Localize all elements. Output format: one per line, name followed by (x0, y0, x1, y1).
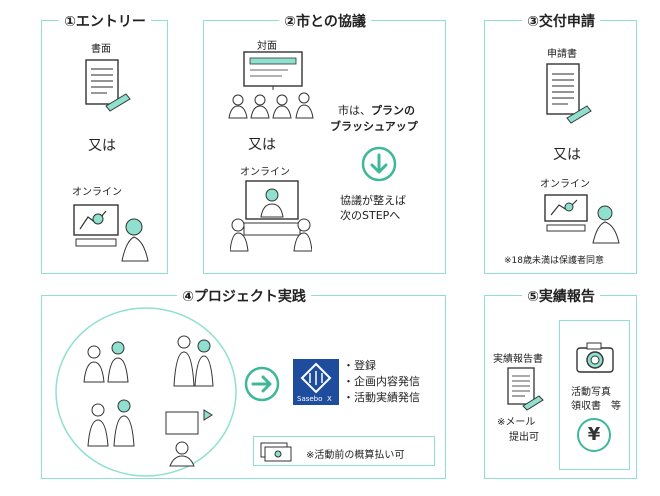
entry-online-label: オンライン (72, 187, 122, 198)
panel-application: ③交付申請 (484, 11, 637, 274)
meeting-icon (228, 51, 314, 119)
application-online-label: オンライン (540, 179, 590, 190)
activities-circle-illustration (55, 307, 237, 477)
advance-payment-box (253, 436, 435, 466)
sasebo-x-logo: Sasebo X (293, 359, 339, 405)
brush-up-prefix: 市は、 (338, 104, 371, 117)
panel-report-title: ⑤実績報告 (522, 286, 600, 306)
bullet-register: ・登録 (343, 359, 376, 372)
report-doc-label: 実績報告書 (493, 354, 543, 365)
arrow-right-circle-icon (244, 366, 280, 402)
agree-line2: 次のSTEPへ (340, 209, 401, 222)
entry-or-text: 又は (88, 138, 116, 154)
panel-project-title: ④プロジェクト実践 (177, 286, 311, 306)
report-mail-line1: ※メール (497, 417, 536, 428)
panel-project: ④プロジェクト実践 (41, 286, 446, 479)
attachments-box (559, 320, 630, 470)
application-note: ※18歳未満は保護者同意 (504, 256, 604, 266)
document-pen-icon (507, 367, 544, 411)
arrow-down-circle-icon (361, 146, 397, 182)
brush-up-line1: 市は、プランの (338, 102, 415, 118)
brush-up-line2: ブラッシュアップ (330, 120, 418, 133)
report-mail-line2: 提出可 (509, 432, 539, 443)
advance-payment-note: ※活動前の概算払い可 (306, 450, 405, 461)
attachment-photo-label: 活動写真 (571, 387, 611, 398)
document-pen-icon (85, 59, 131, 112)
consult-face-label: 対面 (257, 41, 277, 52)
bullet-result-publish: ・活動実績発信 (343, 391, 420, 404)
money-icon (260, 442, 292, 462)
agree-line1: 協議が整えば (340, 194, 406, 207)
application-or-text: 又は (553, 147, 581, 163)
brush-up-bold1: プランの (371, 104, 415, 117)
panel-application-title: ③交付申請 (522, 11, 600, 31)
panel-consultation: ②市との協議 (203, 11, 446, 274)
panel-report: ⑤実績報告 (484, 286, 637, 479)
yen-symbol: ¥ (587, 424, 601, 445)
logo-text: Sasebo (297, 395, 322, 403)
panel-entry-title: ①エントリー (59, 11, 151, 31)
bullet-plan-publish: ・企画内容発信 (343, 375, 420, 388)
document-pen-icon (546, 63, 592, 124)
consult-online-label: オンライン (240, 167, 290, 178)
camera-icon (576, 342, 614, 373)
person-computer-icon (544, 194, 620, 244)
panel-entry: ①エントリー (41, 11, 168, 274)
online-meeting-icon (230, 180, 312, 252)
application-doc-label: 申請書 (547, 49, 577, 60)
attachment-receipt-label: 領収書 等 (571, 401, 621, 412)
consult-or-text: 又は (248, 137, 276, 153)
logo-x: X (327, 395, 332, 403)
person-computer-icon (73, 204, 149, 262)
entry-paper-label: 書面 (91, 44, 111, 55)
yen-coin-icon: ¥ (577, 418, 611, 452)
panel-consultation-title: ②市との協議 (279, 11, 371, 31)
